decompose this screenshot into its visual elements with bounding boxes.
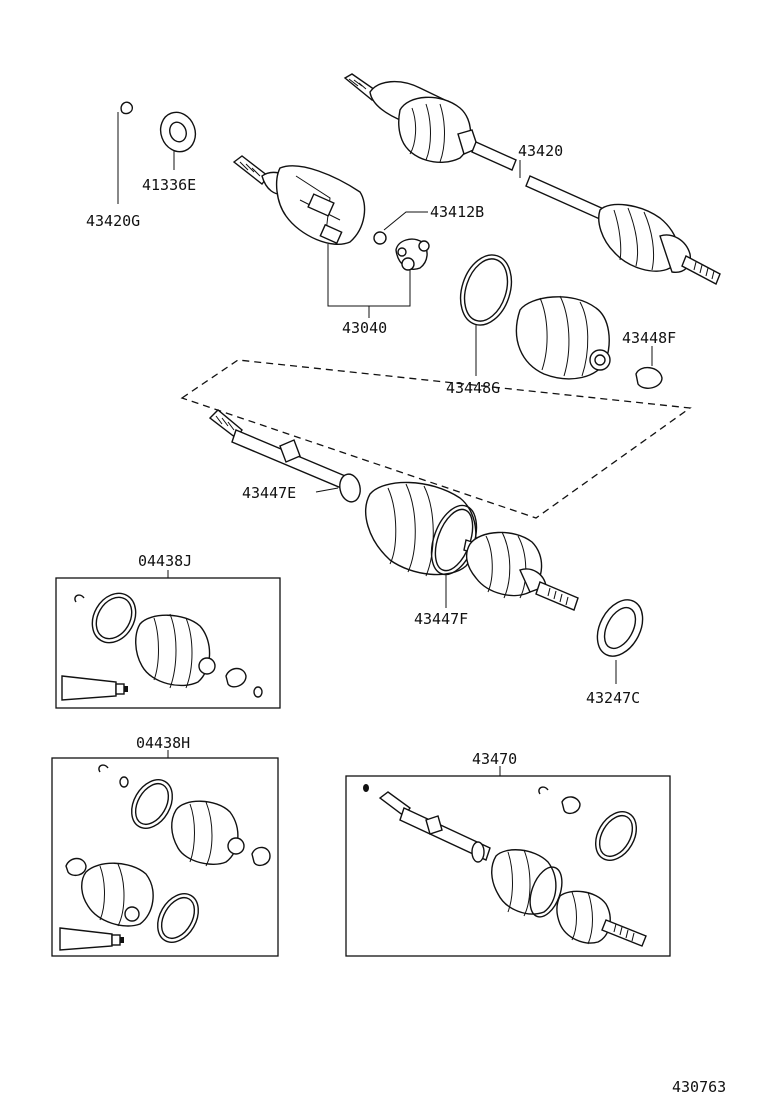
boot-upper xyxy=(515,295,611,380)
label-43447e: 43447E xyxy=(242,484,296,502)
kit-43470 xyxy=(345,766,671,957)
label-43247c: 43247C xyxy=(586,689,640,707)
drive-shaft-43420 xyxy=(343,73,721,285)
figure-number: 430763 xyxy=(672,1078,726,1096)
snap-ring-43412b xyxy=(373,211,428,245)
label-43420: 43420 xyxy=(518,142,563,160)
inboard-joint-43040 xyxy=(232,155,366,245)
kit-04438j xyxy=(55,570,281,709)
drive-shaft-assembly xyxy=(208,409,579,611)
clamp-band-43448g xyxy=(459,254,513,376)
label-04438j: 04438J xyxy=(138,552,192,570)
kit-04438h xyxy=(51,750,279,957)
snap-ring-43420g xyxy=(117,101,134,204)
assembly-outline xyxy=(180,359,692,519)
clamp-43448f xyxy=(635,346,663,389)
label-43448f: 43448F xyxy=(622,329,676,347)
tripod-joint xyxy=(395,238,430,271)
label-41336e: 41336E xyxy=(142,176,196,194)
label-43412b: 43412B xyxy=(430,203,484,221)
label-43470: 43470 xyxy=(472,750,517,768)
label-43420g: 43420G xyxy=(86,212,140,230)
label-43040: 43040 xyxy=(342,319,387,337)
label-43448g: 43448G xyxy=(446,379,500,397)
seal-43247c xyxy=(596,599,644,684)
label-04438h: 04438H xyxy=(136,734,190,752)
washer-41336e xyxy=(159,111,197,170)
label-43447f: 43447F xyxy=(414,610,468,628)
